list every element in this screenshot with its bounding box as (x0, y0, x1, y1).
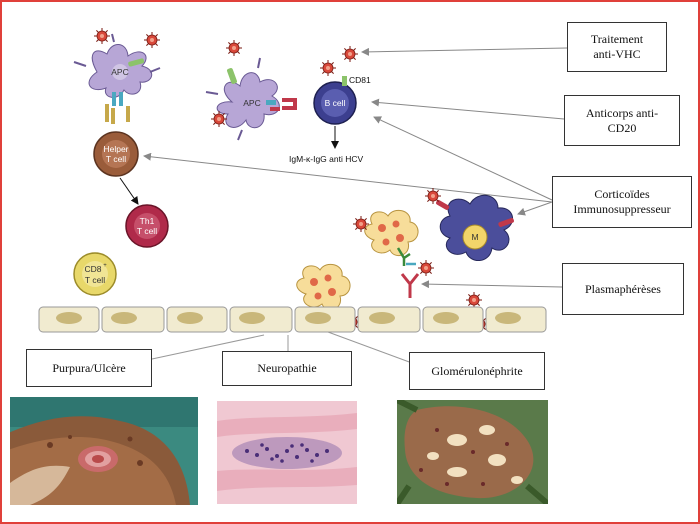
therapy-box-anticd20: Anticorps anti- CD20 (564, 95, 680, 146)
arrow-cortico-helper (143, 152, 553, 203)
apc2-label: APC (243, 98, 260, 108)
photo-nerve-biopsy (217, 401, 357, 504)
endothelial-cell (294, 306, 356, 333)
cd81-label: CD81 (349, 75, 371, 85)
endothelial-cell (357, 306, 421, 333)
helper-label-1: Helper (103, 144, 128, 154)
cd8-t-cell: CD8 + T cell (73, 252, 117, 296)
endothelial-cell (422, 306, 484, 333)
therapy-box-antivhc: Traitement anti-VHC (567, 22, 667, 72)
arrow-antivhc (361, 47, 568, 56)
cd8-superscript: + (103, 263, 107, 269)
tcr-complex (105, 92, 130, 124)
arrow-plasma (421, 280, 563, 289)
endothelial-cell (101, 306, 165, 333)
manifestation-box-neuro: Neuropathie (222, 351, 352, 386)
therapy-arrows (143, 47, 568, 289)
therapy-box-plasma: Plasmaphérèses (562, 263, 684, 315)
therapy-box-corticoides: Corticoïdes Immunosuppresseur (552, 176, 692, 228)
macrophage-label: M (471, 232, 478, 242)
endothelium (38, 306, 547, 333)
apc1-label: APC (111, 67, 128, 77)
antibody-label: IgM-κ-IgG anti HCV (289, 154, 363, 164)
apc-cell-1: APC (73, 33, 161, 98)
bcell-label: B cell (325, 98, 346, 108)
th1-label-1: Th1 (140, 216, 155, 226)
arrow-anticd20 (371, 98, 565, 120)
manifestation-box-glomerulo: Glomérulonéphrite (409, 352, 545, 390)
endothelial-cell (38, 306, 100, 333)
photo-glomerulus (397, 400, 548, 504)
th1-t-cell: Th1 T cell (125, 204, 169, 248)
apc-cell-2: APC (205, 57, 280, 141)
bcr-complex (282, 98, 297, 110)
antibody-y (400, 273, 420, 298)
helper-t-cell: Helper T cell (93, 131, 139, 177)
photo-leg-ulcer (10, 397, 198, 505)
cd8-label-1: CD8 (84, 264, 101, 274)
macrophage-cell: M (436, 194, 514, 261)
arrow-helper-th1 (119, 177, 139, 205)
arrow-cortico-bcell (373, 116, 553, 201)
helper-label-2: T cell (106, 154, 126, 164)
endothelial-cell (166, 306, 228, 333)
endothelial-cell (229, 306, 293, 333)
manifestation-box-purpura: Purpura/Ulcère (26, 349, 152, 387)
arrow-cortico-macro (517, 201, 553, 216)
cd8-label-2: T cell (85, 275, 105, 285)
manifestation-connectors (151, 331, 413, 364)
th1-label-2: T cell (137, 226, 157, 236)
immune-complex-2 (296, 263, 351, 311)
immune-complex-1 (364, 209, 419, 266)
endothelial-cell (485, 306, 547, 333)
b-cell: B cell (313, 76, 357, 125)
